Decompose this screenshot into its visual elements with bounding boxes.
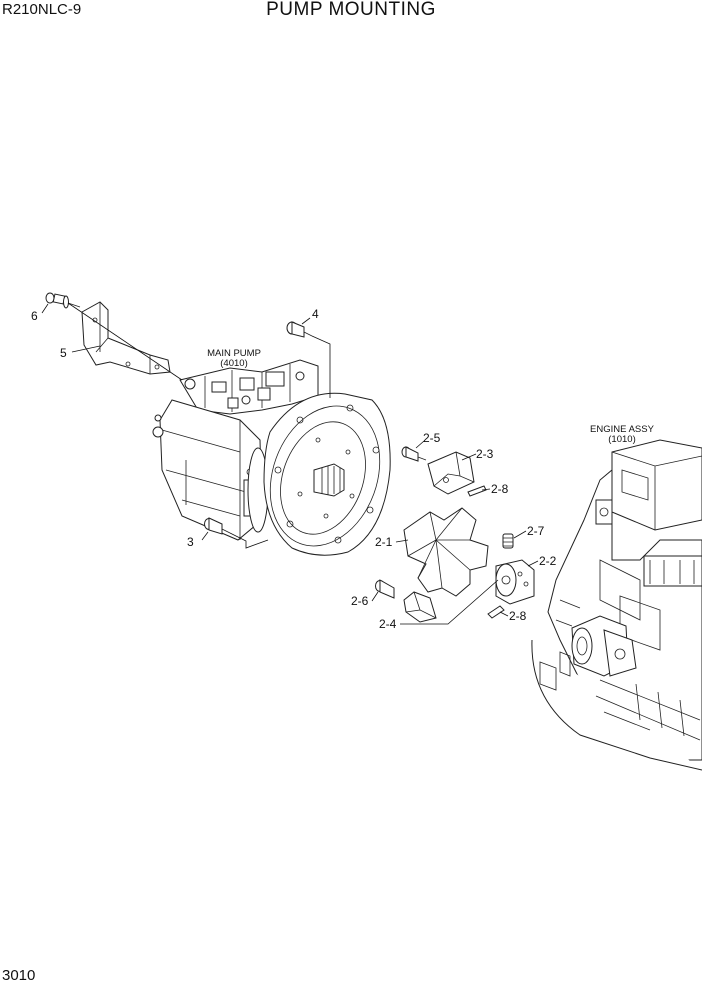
model-code: R210NLC-9 — [2, 1, 82, 18]
part-2-2-hub-drawing — [495, 559, 535, 605]
part-4-bolt-drawing — [286, 321, 313, 338]
callout-2-4: 2-4 — [379, 617, 397, 631]
part-2-7-setscrew-drawing — [502, 533, 514, 549]
callout-2-8-lower: 2-8 — [509, 609, 527, 623]
part-5-bracket-drawing — [81, 301, 171, 375]
part-2-8-pin-lower-drawing — [487, 605, 505, 619]
main-pump-code: (4010) — [220, 358, 247, 369]
page-title: PUMP MOUNTING — [266, 0, 436, 20]
leader-lines — [41, 302, 539, 625]
main-pump-label: MAIN PUMP — [207, 348, 261, 359]
main-pump-drawing — [152, 359, 319, 541]
callout-2-1: 2-1 — [375, 535, 393, 549]
callout-2-5: 2-5 — [423, 431, 441, 445]
reference-labels: MAIN PUMP (4010) ENGINE ASSY (1010) — [207, 348, 655, 445]
part-6-bolt-drawing — [45, 292, 81, 309]
part-2-3-hub-drawing — [427, 451, 475, 495]
callout-3: 3 — [187, 535, 194, 549]
part-2-6-bolt-drawing — [375, 579, 395, 599]
part-2-8-pin-upper-drawing — [467, 485, 487, 497]
engine-assy-label: ENGINE ASSY — [590, 424, 655, 435]
callout-5: 5 — [60, 346, 67, 360]
callout-2-6: 2-6 — [351, 594, 369, 608]
engine-assy-code: (1010) — [608, 434, 635, 445]
engine-assy-drawing — [531, 439, 702, 771]
flywheel-housing-drawing — [263, 392, 391, 556]
callout-2-2: 2-2 — [539, 554, 557, 568]
callout-2-8-upper: 2-8 — [491, 482, 509, 496]
page-number: 3010 — [2, 967, 36, 984]
callout-4: 4 — [312, 307, 319, 321]
part-3-bolt-drawing — [204, 517, 231, 535]
callout-2-3: 2-3 — [476, 447, 494, 461]
part-2-4-wedge-drawing — [403, 591, 437, 623]
part-2-5-bolt-drawing — [401, 446, 427, 462]
callout-2-7: 2-7 — [527, 524, 545, 538]
part-2-1-coupling-element-drawing — [403, 507, 489, 597]
callout-labels: 6 5 4 3 2-5 2-3 2-8 2-1 2-7 2-2 2-6 2-4 … — [31, 307, 557, 631]
callout-6: 6 — [31, 309, 38, 323]
